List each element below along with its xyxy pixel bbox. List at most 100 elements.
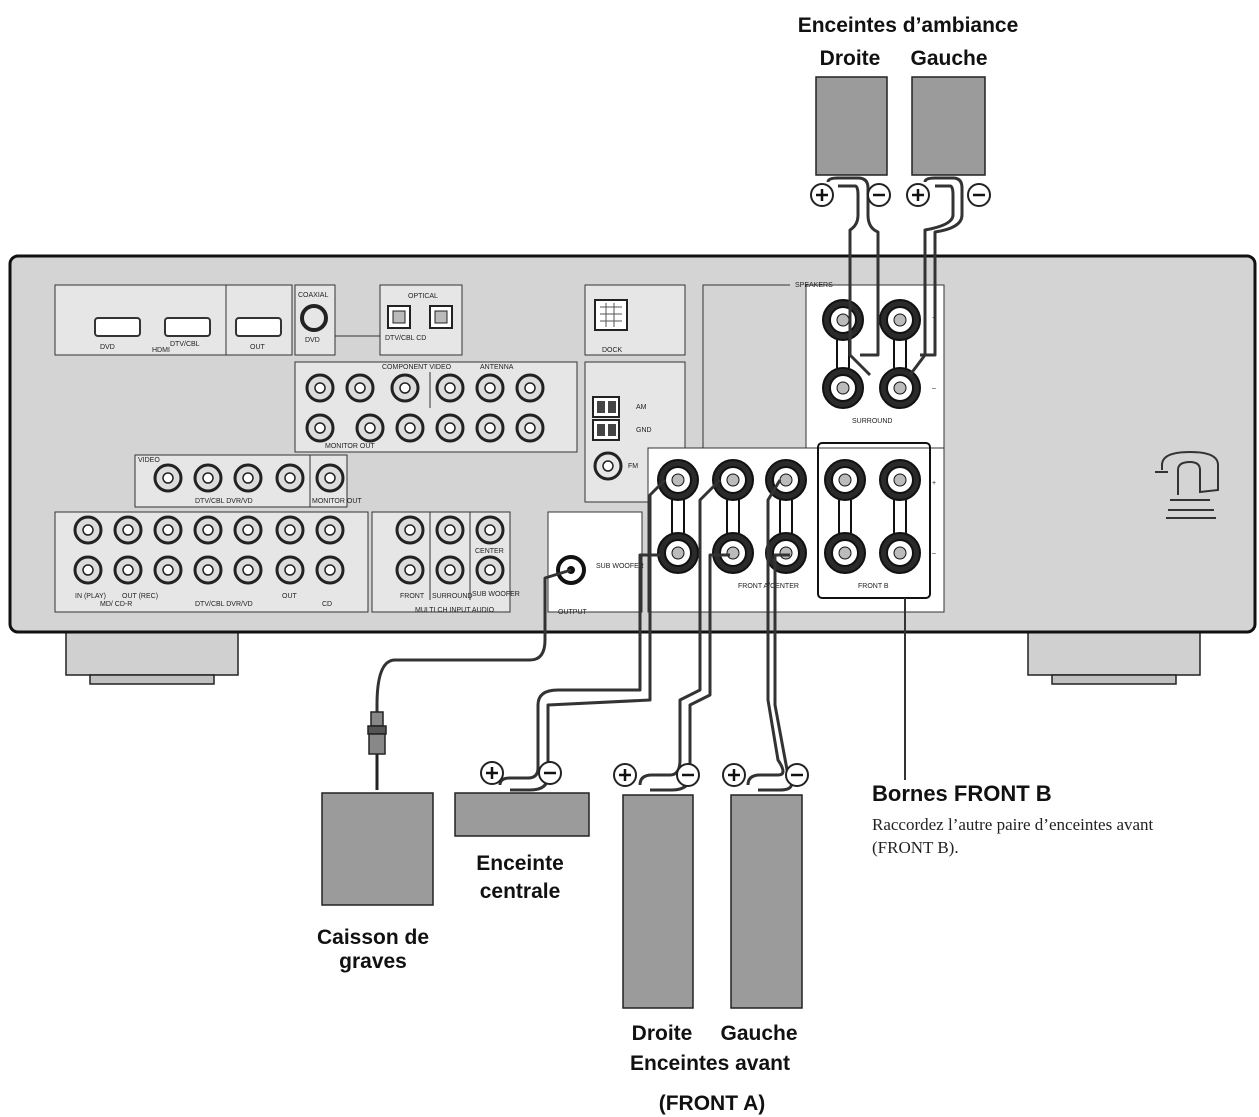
subwoofer-plug	[367, 711, 387, 790]
coaxial-section: COAXIAL DVD	[294, 284, 336, 356]
minus-icon	[785, 763, 809, 787]
coaxial-dvd-jack	[300, 304, 328, 332]
plus-icon	[722, 763, 746, 787]
front-speakers-title: Enceintes avant	[630, 1052, 790, 1075]
front-minus-label: –	[932, 550, 936, 557]
binding-post-bridge	[893, 340, 907, 368]
subwoofer-cable	[375, 568, 572, 745]
right-foot-base	[1051, 674, 1177, 685]
surround-right-speaker	[815, 76, 888, 176]
surround-left-speaker	[911, 76, 986, 176]
rca-jack	[193, 463, 223, 493]
subwoofer-label-line1: Caisson de	[317, 926, 429, 949]
front-right-cable	[638, 478, 722, 786]
binding-post	[824, 459, 866, 501]
speakers	[321, 76, 986, 1009]
rca-jack	[233, 515, 263, 545]
front-b-desc-line2: (FRONT B).	[872, 838, 959, 857]
rca-jack	[345, 373, 375, 403]
left-foot	[65, 629, 239, 676]
rca-jacks	[73, 373, 545, 585]
gnd-label: GND	[636, 427, 652, 434]
hdmi-in2-label: DTV/CBL	[170, 341, 200, 348]
video-monitor-out-label: MONITOR OUT	[312, 498, 362, 505]
rca-jack	[113, 555, 143, 585]
subwoofer-output-section: SUB WOOFER OUTPUT	[547, 511, 644, 616]
binding-post	[824, 532, 866, 574]
speakers-label: SPEAKERS	[795, 282, 833, 289]
binding-post-bridge	[779, 500, 793, 533]
minus-icon	[676, 763, 700, 787]
rca-jack	[355, 413, 385, 443]
plus-icon	[810, 183, 834, 207]
rca-jack	[475, 515, 505, 545]
plus-icon	[906, 183, 930, 207]
rca-jack	[435, 373, 465, 403]
surround-left-label: Gauche	[910, 47, 987, 70]
minus-icon	[867, 183, 891, 207]
rca-jack	[515, 413, 545, 443]
surround-right-cable-b	[838, 184, 872, 377]
polarity-markers	[480, 183, 991, 787]
monitor-out-label: MONITOR OUT	[325, 443, 375, 450]
front-left-cable	[746, 479, 785, 786]
subwoofer-speaker	[321, 792, 434, 906]
rca-jack	[515, 373, 545, 403]
rca-jack	[73, 515, 103, 545]
binding-post-bridge	[726, 500, 740, 533]
binding-post	[657, 532, 699, 574]
antenna-label: ANTENNA	[480, 364, 514, 371]
right-foot	[1027, 629, 1201, 676]
out-rec-label: OUT (REC)	[122, 593, 158, 600]
front-a-tag: (FRONT A)	[659, 1092, 766, 1115]
rca-jack	[153, 463, 183, 493]
optical-section: OPTICAL DTV/CBL CD	[379, 284, 463, 356]
rca-jack	[475, 413, 505, 443]
front-b-desc-line1: Raccordez l’autre paire d’enceintes avan…	[872, 815, 1154, 834]
binding-post	[879, 459, 921, 501]
surround-right-label: Droite	[820, 47, 881, 70]
hdmi-section: DVD HDMI DTV/CBL OUT	[54, 284, 293, 356]
plus-icon	[480, 761, 504, 785]
rca-jack	[193, 515, 223, 545]
rca-jack	[113, 515, 143, 545]
front-b-highlight	[817, 442, 931, 599]
binding-post	[822, 367, 864, 409]
surround-left-cable	[920, 176, 964, 357]
binding-post	[879, 299, 921, 341]
center-speaker	[454, 792, 590, 837]
output-label: OUTPUT	[558, 609, 588, 616]
coaxial-dvd-label: DVD	[305, 337, 320, 344]
binding-post	[822, 299, 864, 341]
binding-post	[712, 459, 754, 501]
receiver: DVD HDMI DTV/CBL OUT COAXIAL DVD OPTICAL…	[8, 254, 1257, 685]
cd-label: CD	[322, 601, 332, 608]
rca-jack	[153, 555, 183, 585]
rca-jack	[475, 373, 505, 403]
surround-left-cable-b	[908, 184, 955, 376]
multi-ch-label: MULTI CH INPUT AUDIO	[415, 607, 495, 614]
binding-post	[879, 367, 921, 409]
hdmi-in2-port	[164, 317, 211, 337]
rca-jack	[233, 463, 263, 493]
speaker-binding-posts	[657, 299, 921, 574]
hdmi-out-label: OUT	[250, 344, 266, 351]
multi-front-label: FRONT	[400, 593, 425, 600]
optical-dtv-cd-label: DTV/CBL CD	[385, 335, 426, 342]
md-cdr-label: MD/ CD-R	[100, 601, 132, 608]
surround-terminal-label: SURROUND	[852, 418, 892, 425]
audio-in-label: IN (PLAY)	[75, 593, 106, 600]
rca-jack	[315, 463, 345, 493]
hdmi-in1-label: DVD	[100, 344, 115, 351]
am-label: AM	[636, 404, 647, 411]
front-left-speaker	[730, 794, 803, 1009]
rca-jack	[475, 555, 505, 585]
video-label: VIDEO	[138, 457, 160, 464]
dock-port	[594, 299, 628, 331]
minus-icon	[967, 183, 991, 207]
plus-icon	[613, 763, 637, 787]
rca-jack	[390, 373, 420, 403]
rca-jack	[73, 555, 103, 585]
rca-jack	[315, 515, 345, 545]
